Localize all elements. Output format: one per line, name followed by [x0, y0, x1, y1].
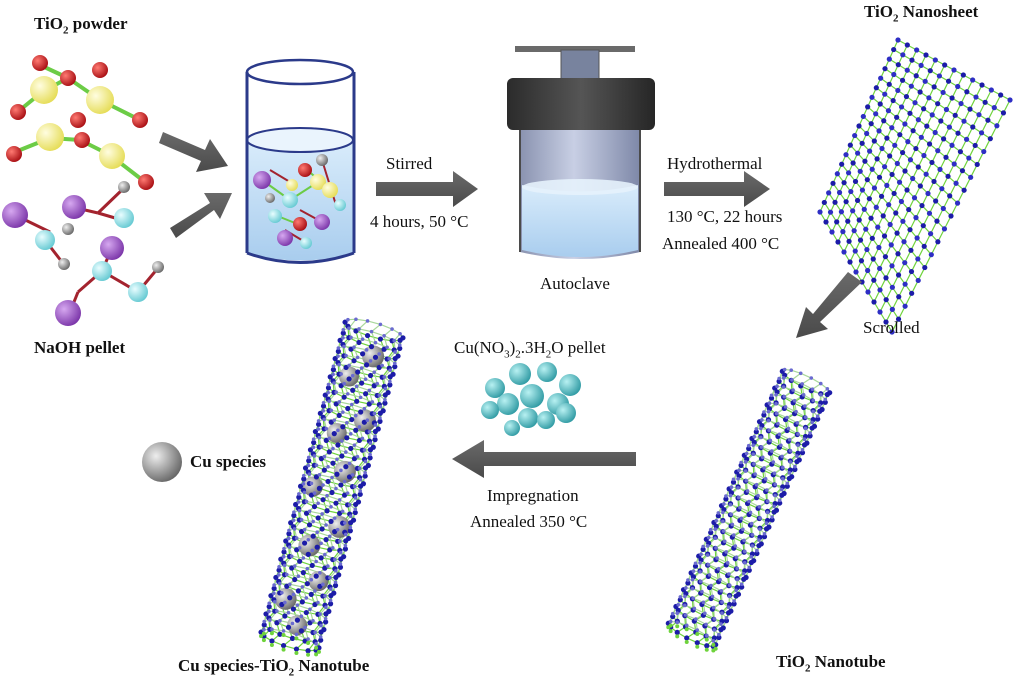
cu-pellet-text-3: .3H	[520, 338, 546, 357]
cu-pellet-sub-2: 2	[515, 348, 521, 361]
cu-species-sphere-icon	[142, 442, 182, 482]
arrow-scrolled	[796, 272, 862, 338]
tio2-powder-text-post: powder	[68, 14, 128, 33]
cu-nitrate-pellet-spheres-icon	[481, 362, 581, 436]
autoclave-label: Autoclave	[540, 274, 610, 293]
nanosheet-lattice-icon	[817, 37, 1013, 335]
stir-conditions-label: 4 hours, 50 °C	[370, 212, 469, 231]
arrow-powder-to-beaker	[159, 132, 228, 172]
hydro-conditions-label: 130 °C, 22 hours	[667, 207, 783, 226]
hydrothermal-label: Hydrothermal	[667, 154, 763, 173]
arrow-naoh-to-beaker	[170, 193, 232, 238]
nanotube-lattice-icon	[665, 367, 833, 653]
tio2-nanotube-label: TiO2 Nanotube	[776, 652, 886, 675]
nanotube-text: TiO	[776, 652, 805, 671]
autoclave-icon	[507, 46, 655, 259]
cu-pellet-text-2: )	[509, 338, 516, 357]
cu-tio2-nanotube-label: Cu species-TiO2 Nanotube	[178, 656, 370, 679]
cu-pellet-text-1: Cu(NO	[454, 338, 505, 357]
naoh-pellet-label: NaOH pellet	[34, 338, 126, 357]
stirred-label: Stirred	[386, 154, 433, 173]
scrolled-label: Scrolled	[863, 318, 920, 337]
cu-pellet-label: Cu(NO3)2.3H2O pellet	[454, 338, 606, 361]
nanosheet-sub: 2	[892, 12, 899, 25]
tio2-powder-label: TiO2 powder	[34, 14, 128, 37]
cu-doped-nanotube-lattice-icon	[258, 317, 406, 657]
nanosheet-label: TiO2 Nanosheet	[864, 2, 979, 25]
cu-pellet-text-4: O pellet	[551, 338, 606, 357]
arrow-stir	[376, 171, 478, 207]
nanotube-sub: 2	[804, 662, 811, 675]
tio2-powder-sub: 2	[62, 24, 69, 37]
arrow-impregnation	[452, 440, 636, 478]
beaker-icon	[245, 58, 356, 264]
naoh-molecules-icon	[2, 181, 164, 326]
cu-pellet-sub-3: 2	[545, 348, 552, 361]
annealed-400-label: Annealed 400 °C	[662, 234, 780, 253]
annealed-350-label: Annealed 350 °C	[470, 512, 588, 531]
nanotube-text-post: Nanotube	[810, 652, 886, 671]
nanosheet-text-post: Nanosheet	[898, 2, 979, 21]
arrow-hydrothermal	[664, 171, 770, 207]
tio2-powder-molecules-icon	[6, 55, 154, 190]
cu-nanotube-text: Cu species-TiO	[178, 656, 289, 675]
cu-nanotube-text-post: Nanotube	[294, 656, 370, 675]
tio2-powder-text: TiO	[34, 14, 63, 33]
cu-nanotube-sub: 2	[288, 666, 295, 679]
impregnation-label: Impregnation	[487, 486, 579, 505]
cu-species-label: Cu species	[190, 452, 267, 471]
nanosheet-text: TiO	[864, 2, 893, 21]
cu-pellet-sub-1: 3	[504, 348, 510, 361]
